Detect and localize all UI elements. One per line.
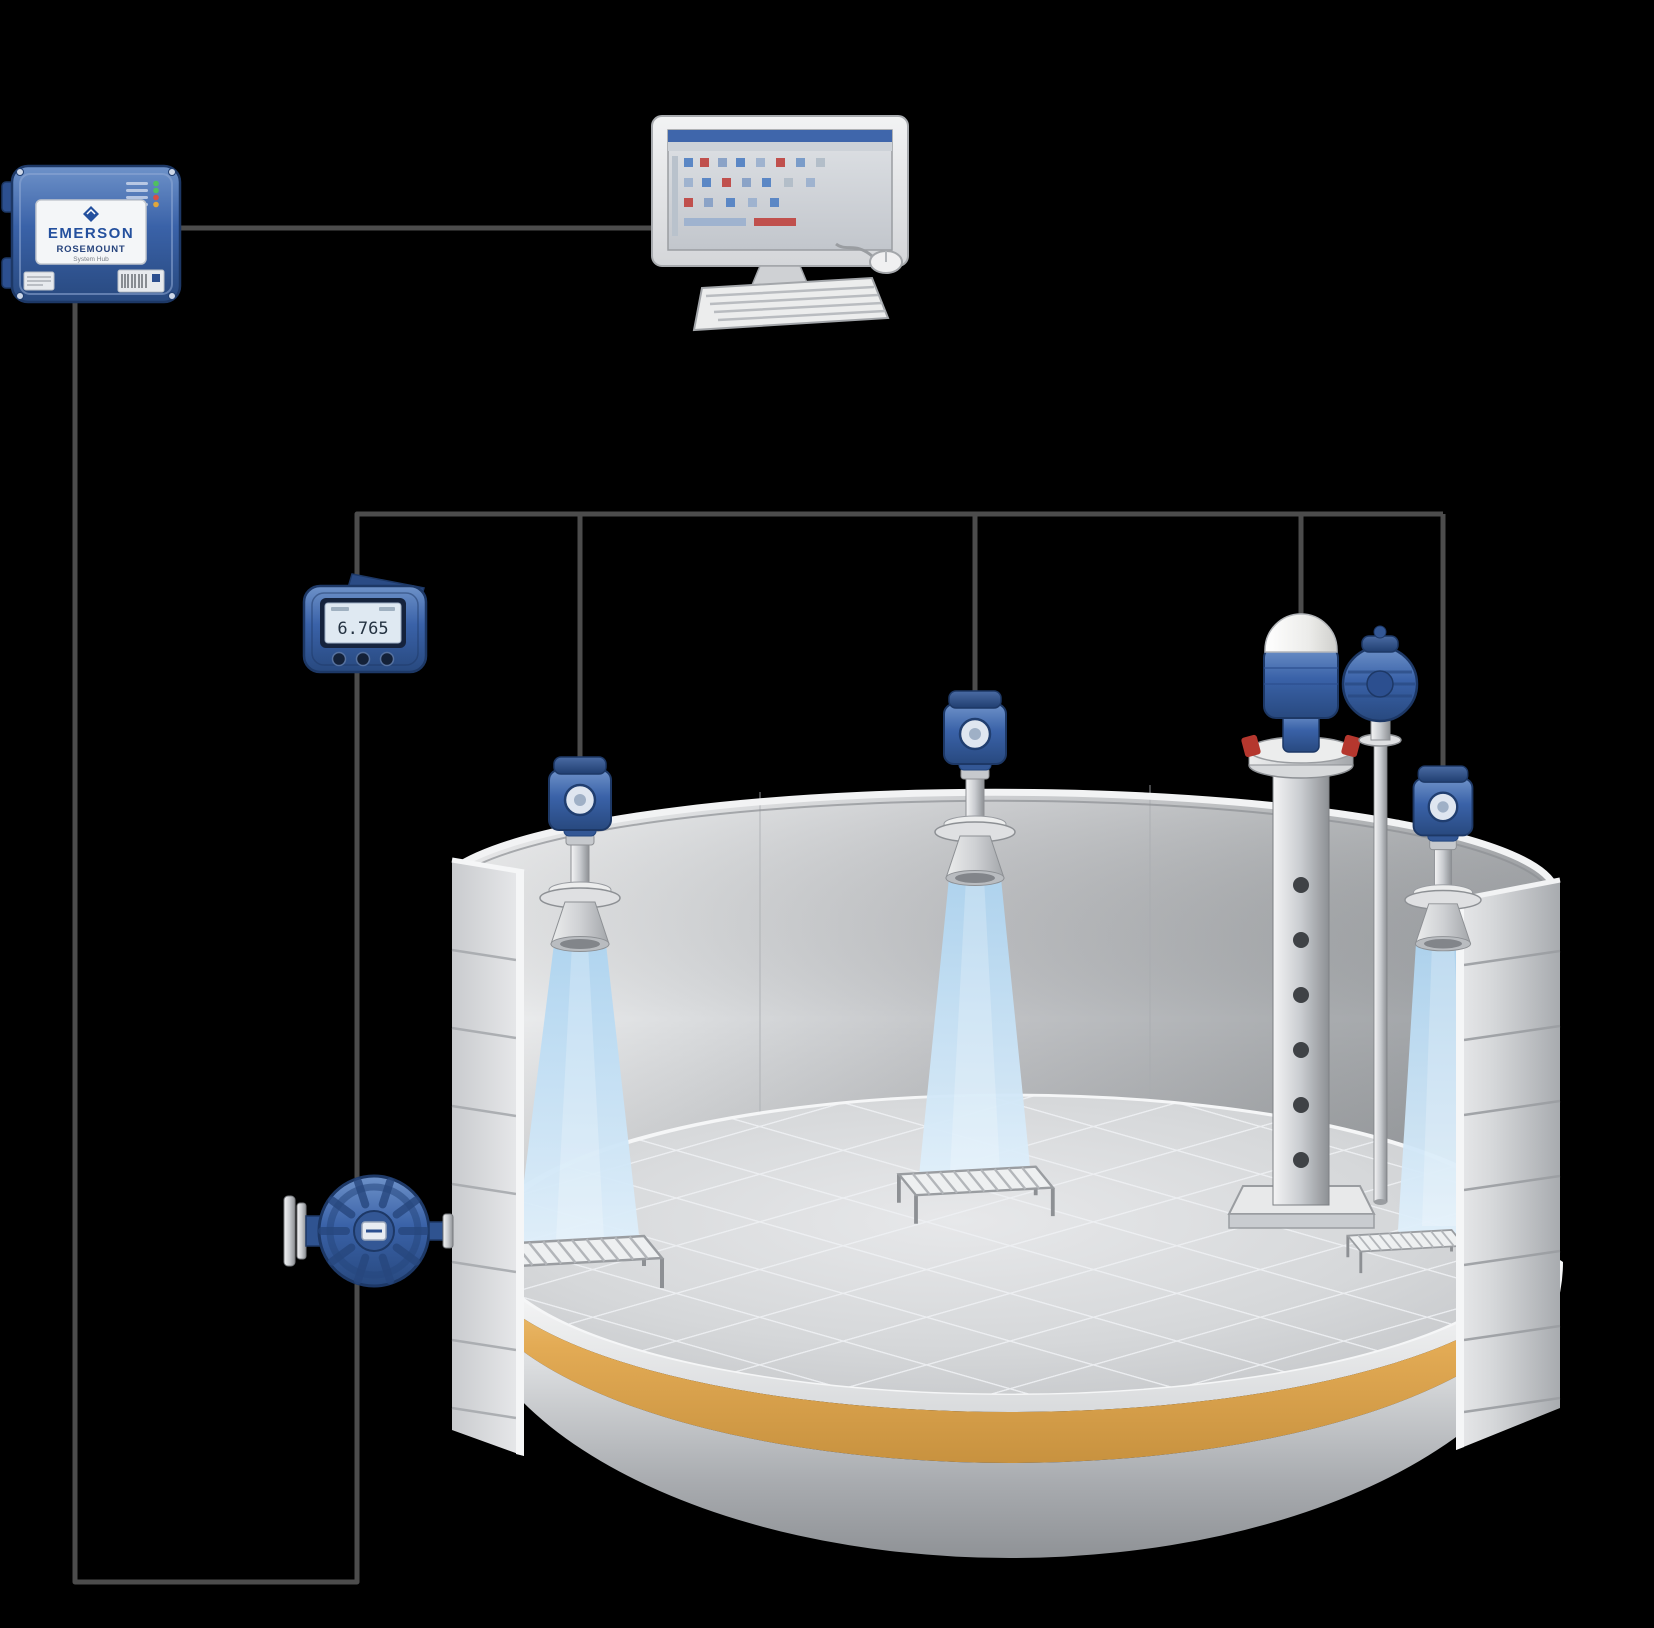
radar-beam-1 bbox=[516, 944, 640, 1257]
hub-caption-text: System Hub bbox=[73, 256, 109, 263]
emerson-logo-icon bbox=[86, 208, 96, 215]
storage-tank bbox=[451, 613, 1563, 1558]
keyboard bbox=[692, 276, 890, 332]
field-display: 6.765 bbox=[302, 573, 428, 674]
temperature-transmitter bbox=[1341, 625, 1419, 1205]
hub-brand-text: EMERSON bbox=[48, 225, 134, 242]
radar-beam-2 bbox=[919, 878, 1031, 1188]
system-hub: EMERSON ROSEMOUNT System Hub bbox=[1, 164, 182, 304]
mouse bbox=[835, 242, 903, 274]
still-pipe bbox=[1272, 764, 1330, 1206]
hub-tag-label bbox=[23, 271, 55, 291]
flanged-field-device bbox=[283, 1174, 454, 1288]
monitor bbox=[651, 115, 909, 303]
display-level-value: 6.765 bbox=[337, 619, 388, 639]
still-pipe-radar-gauge bbox=[1263, 645, 1339, 719]
flange-clamp bbox=[1341, 734, 1361, 758]
thermowell-pipe bbox=[1373, 739, 1388, 1203]
tank-front-wall-left bbox=[451, 857, 525, 1456]
hub-label-panel bbox=[35, 199, 147, 265]
emerson-logo-icon bbox=[83, 206, 99, 222]
flange-clamp bbox=[1241, 734, 1261, 758]
tank-front-wall-right bbox=[1455, 877, 1561, 1450]
monitor-screen-content bbox=[668, 130, 892, 236]
still-pipe-assembly bbox=[1227, 613, 1376, 1229]
tank-wall-seams bbox=[759, 785, 1151, 1113]
tank-base bbox=[457, 1258, 1563, 1558]
radar-dome bbox=[1264, 613, 1338, 653]
tank-liquid-band bbox=[463, 1250, 1557, 1463]
still-pipe-holes bbox=[1293, 877, 1309, 1168]
workstation bbox=[651, 115, 909, 332]
display-button bbox=[331, 651, 347, 667]
display-lcd bbox=[324, 602, 402, 644]
device-ribs bbox=[318, 1177, 430, 1285]
display-button bbox=[379, 651, 395, 667]
system-wiring bbox=[72, 225, 1446, 1585]
display-button bbox=[355, 651, 371, 667]
hub-product-text: ROSEMOUNT bbox=[57, 244, 126, 255]
device-flange bbox=[283, 1195, 296, 1267]
hub-barcode-label bbox=[117, 269, 165, 293]
